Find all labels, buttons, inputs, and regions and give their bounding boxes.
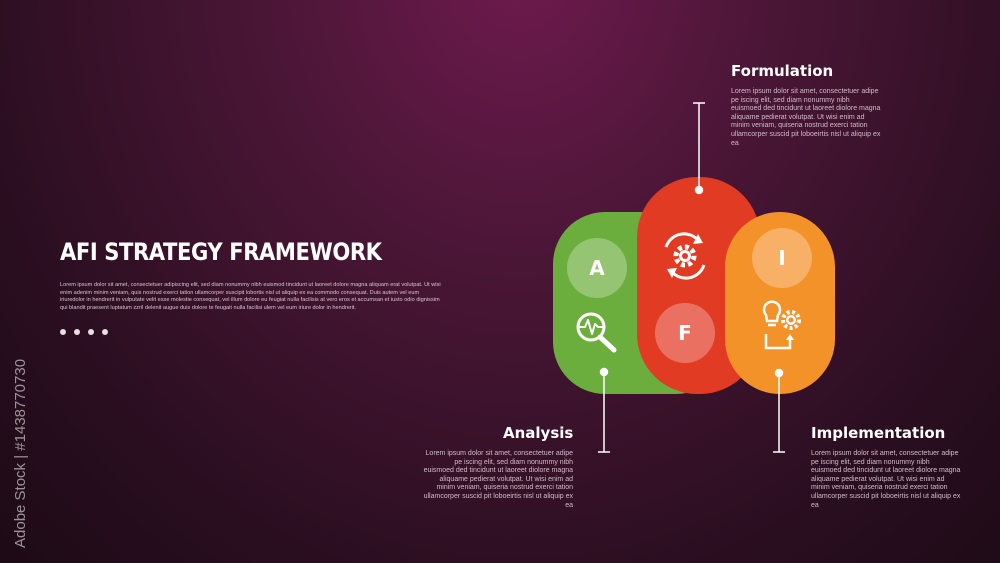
- bulb-gear-icon: [762, 300, 801, 350]
- analysis-letter: A: [589, 256, 605, 280]
- page-title: AFI STRATEGY FRAMEWORK: [60, 238, 382, 266]
- dot: [74, 329, 80, 335]
- formulation-letter: F: [678, 321, 692, 345]
- formulation-description: Lorem ipsum dolor sit amet, consectetuer…: [731, 88, 881, 147]
- analysis-letter-circle: [567, 238, 627, 298]
- analysis-description: Lorem ipsum dolor sit amet, consectetuer…: [423, 450, 573, 509]
- dot: [102, 329, 108, 335]
- analysis-heading: Analysis: [503, 424, 574, 442]
- implementation-letter: I: [778, 246, 786, 270]
- implementation-heading: Implementation: [811, 424, 946, 442]
- implementation-capsule: [725, 212, 835, 394]
- gear-cycle-icon: [664, 232, 706, 280]
- magnifier-pulse-icon: [576, 312, 617, 353]
- formulation-heading: Formulation: [731, 62, 834, 80]
- dot: [60, 329, 66, 335]
- formulation-connector: [693, 102, 705, 195]
- implementation-letter-circle: [752, 228, 812, 288]
- dot: [88, 329, 94, 335]
- intro-paragraph: Lorem ipsum dolor sit amet, consectetuer…: [60, 282, 441, 311]
- pagination-dots: [60, 329, 108, 335]
- implementation-connector: [773, 368, 785, 453]
- formulation-letter-circle: [655, 303, 715, 363]
- implementation-description: Lorem ipsum dolor sit amet, consectetuer…: [811, 450, 961, 509]
- analysis-connector: [598, 367, 610, 453]
